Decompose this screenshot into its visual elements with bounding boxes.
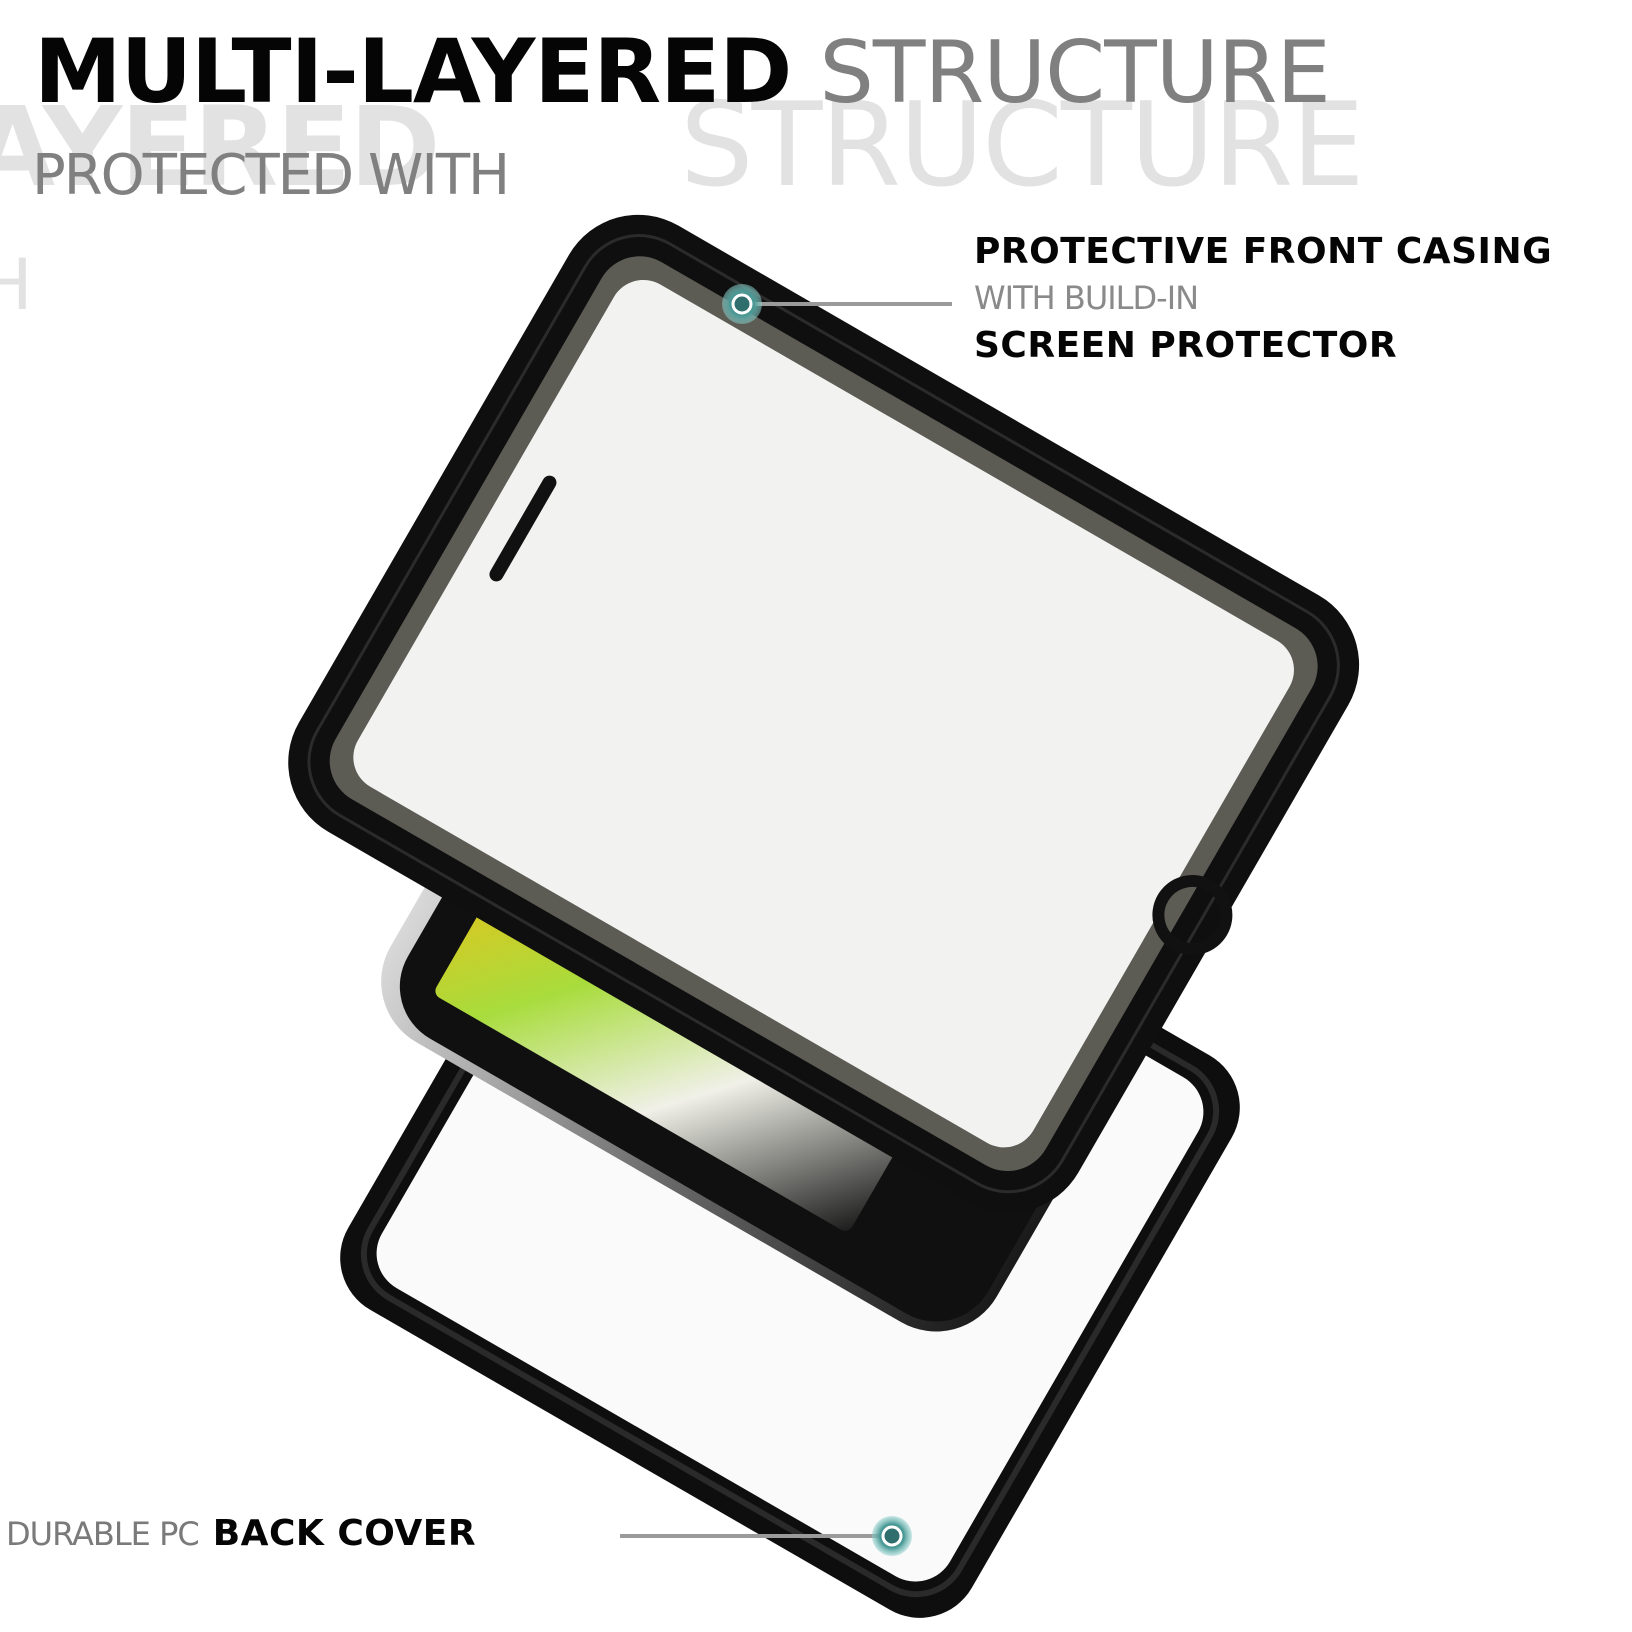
callout-front-line3: SCREEN PROTECTOR bbox=[974, 325, 1398, 366]
callout-front-line2: WITH BUILD-IN bbox=[974, 279, 1199, 317]
callout-back-label: BACK COVER bbox=[212, 1513, 477, 1554]
callout-marker-icon-front bbox=[722, 284, 762, 324]
callout-front-casing: PROTECTIVE FRONT CASING WITH BUILD-IN SC… bbox=[974, 234, 1552, 364]
callout-marker-icon-back bbox=[872, 1516, 912, 1556]
callout-back-cover: DURABLE PC BACK COVER bbox=[6, 1516, 476, 1552]
callout-front-line1: PROTECTIVE FRONT CASING bbox=[974, 231, 1553, 272]
title-light: STRUCTURE bbox=[819, 23, 1330, 123]
ghost-text-layered: AYERED bbox=[0, 83, 441, 211]
callout-back-prefix: DURABLE PC bbox=[6, 1515, 200, 1553]
title-bold: MULTI-LAYERED bbox=[34, 20, 792, 123]
ghost-text-structure: STRUCTURE bbox=[680, 78, 1365, 213]
subtitle: PROTECTED WITH bbox=[32, 143, 510, 208]
front-casing-layer bbox=[288, 214, 1360, 1213]
ghost-text-h: H bbox=[0, 244, 33, 326]
